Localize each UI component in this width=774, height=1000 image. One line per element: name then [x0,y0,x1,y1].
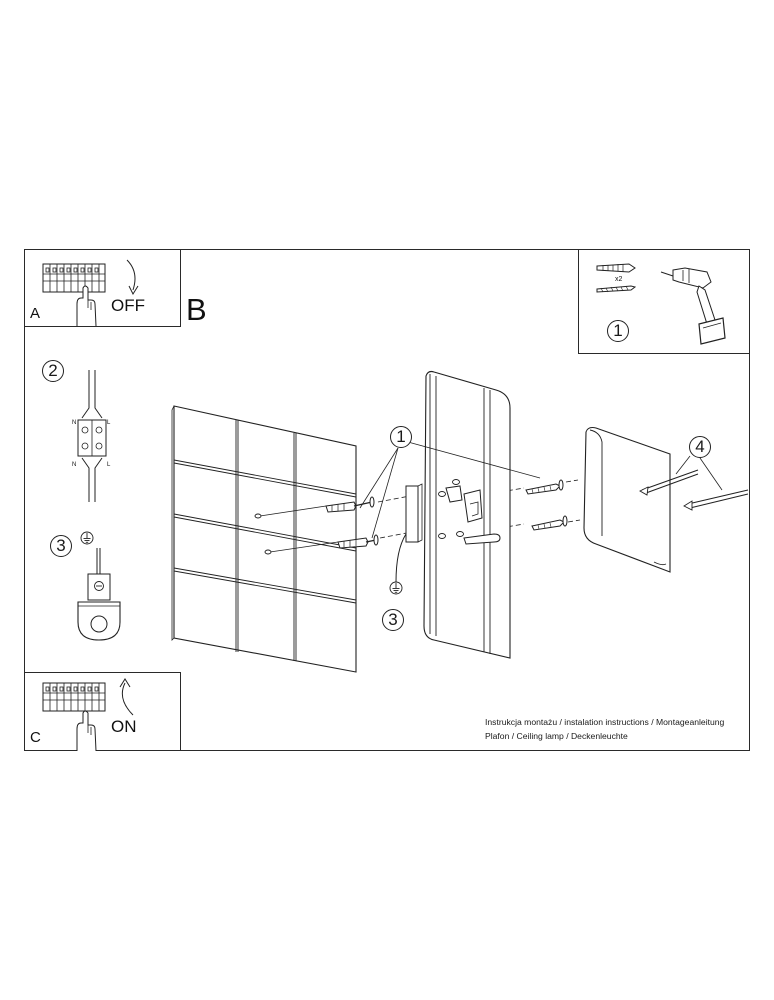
insert-arrows [639,469,749,511]
panel-c-switch-on: C ON [24,672,181,752]
terminal-l-bottom: L [107,462,111,468]
ground-wire [389,533,407,595]
callout-4-insert: 4 [689,436,711,458]
panel-a-letter: A [30,305,41,322]
panel-a-off-label: OFF [111,296,145,315]
screws-and-anchors [254,479,581,555]
instruction-sheet-frame [24,249,750,751]
lamp-cover-drawing [583,426,671,573]
callout-3-ground: 3 [50,535,72,557]
panel-b-letter: B [186,292,207,327]
terminal-n-bottom: N [72,462,77,468]
terminal-l-top: L [107,420,111,426]
callout-1-screws: 1 [390,426,412,448]
callout-3-ground-wire: 3 [382,609,404,631]
ground-connector-icon [77,548,121,641]
panel-c-letter: C [30,729,41,746]
tools-box: x2 1 [578,249,750,354]
callout-1-tools: 1 [607,320,629,342]
terminal-n-top: N [72,420,77,426]
drill-icon [660,267,726,345]
mounting-plate-drawing [405,370,511,659]
panel-c-on-label: ON [111,717,137,736]
anchor-quantity: x2 [615,276,623,283]
wall-plug-and-screw-icon [596,263,637,293]
caption-product: Plafon / Ceiling lamp / Deckenleuchte [485,731,628,741]
caption-instructions: Instrukcja montażu / instalation instruc… [485,717,725,727]
terminal-block-icon [77,370,107,502]
fuse-box-hand-icon [42,259,139,327]
panel-a-switch-off: A OFF [24,249,181,327]
fuse-box-hand-icon [42,678,134,752]
callout-2-terminal: 2 [42,360,64,382]
ground-symbol-icon [80,531,94,545]
wall-tile-drawing [171,405,357,673]
